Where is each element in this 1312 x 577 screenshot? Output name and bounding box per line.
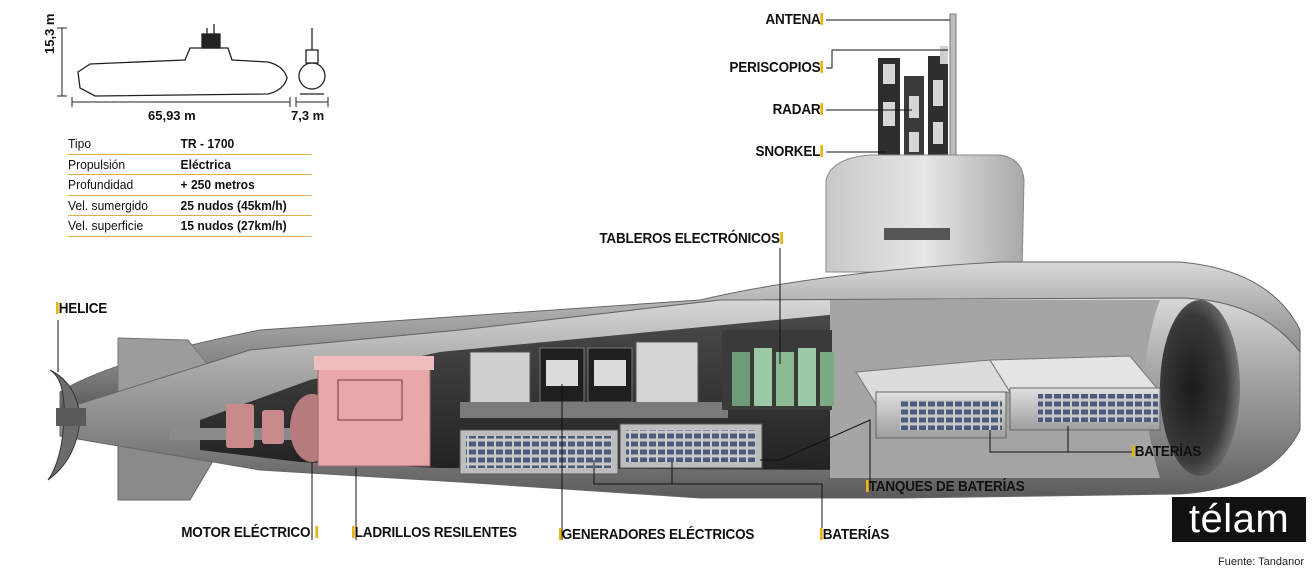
masts bbox=[878, 13, 957, 166]
electronic-boards bbox=[722, 330, 834, 410]
spec-row: Vel. sumergido 25 nudos (45km/h) bbox=[68, 196, 312, 216]
label-tanques: TANQUES DE BATERÍAS bbox=[866, 478, 1025, 496]
accent-bar bbox=[820, 103, 823, 115]
spec-key: Vel. sumergido bbox=[68, 197, 148, 213]
label-helice: HELICE bbox=[56, 300, 107, 318]
accent-bar bbox=[820, 13, 823, 25]
accent-bar bbox=[780, 232, 783, 244]
propeller bbox=[47, 369, 86, 481]
source-credit: Fuente: Tandanor bbox=[1218, 556, 1305, 568]
label-ladrillos: LADRILLOS RESILENTES bbox=[352, 524, 517, 542]
side-silhouette bbox=[77, 24, 288, 97]
spec-value: + 250 metros bbox=[180, 177, 255, 192]
label-motor: MOTOR ELÉCTRICO bbox=[181, 524, 318, 542]
beam-dimension: 7,3 m bbox=[291, 108, 325, 123]
accent-bar bbox=[56, 302, 59, 314]
front-silhouette bbox=[298, 28, 326, 95]
accent-bar bbox=[1132, 445, 1135, 457]
accent-bar bbox=[559, 528, 562, 540]
spec-key: Vel. superficie bbox=[68, 218, 144, 233]
spec-row: Profundidad + 250 metros bbox=[68, 175, 312, 196]
electric-motor bbox=[226, 356, 434, 467]
battery-tanks-forward bbox=[855, 355, 1162, 439]
label-snorkel: SNORKEL bbox=[756, 143, 823, 161]
accent-bar bbox=[820, 145, 823, 157]
height-dimension: 15,3 m bbox=[42, 13, 57, 54]
telam-logo: télam bbox=[1172, 497, 1306, 542]
label-periscopios: PERISCOPIOS bbox=[729, 59, 823, 77]
spec-key: Tipo bbox=[68, 136, 92, 151]
label-antena: ANTENA bbox=[765, 11, 823, 29]
accent-bar bbox=[352, 526, 355, 538]
spec-row: Propulsión Eléctrica bbox=[68, 155, 312, 175]
accent-bar bbox=[820, 528, 823, 540]
spec-key: Propulsión bbox=[68, 156, 126, 172]
generators bbox=[460, 341, 728, 418]
spec-row: Tipo TR - 1700 bbox=[68, 134, 312, 155]
accent-bar bbox=[820, 61, 823, 73]
label-baterias-bottom: BATERÍAS bbox=[820, 526, 889, 544]
spec-row: Vel. superficie 15 nudos (27km/h) bbox=[68, 216, 312, 237]
spec-value: 15 nudos (27km/h) bbox=[180, 218, 287, 233]
spec-value: 25 nudos (45km/h) bbox=[180, 197, 287, 213]
label-baterias-right: BATERÍAS bbox=[1132, 443, 1201, 461]
label-radar: RADAR bbox=[772, 101, 823, 119]
length-dimension: 65,93 m bbox=[148, 108, 196, 123]
spec-value: Eléctrica bbox=[180, 156, 231, 172]
accent-bar bbox=[315, 526, 318, 538]
label-tableros: TABLEROS ELECTRÓNICOS bbox=[600, 230, 783, 248]
spec-value: TR - 1700 bbox=[180, 136, 235, 151]
sail bbox=[825, 154, 1025, 273]
spec-key: Profundidad bbox=[68, 177, 134, 192]
accent-bar bbox=[866, 480, 869, 492]
battery-banks-rear bbox=[459, 423, 763, 475]
label-generadores: GENERADORES ELÉCTRICOS bbox=[559, 526, 754, 544]
leader-lines bbox=[57, 19, 1132, 540]
